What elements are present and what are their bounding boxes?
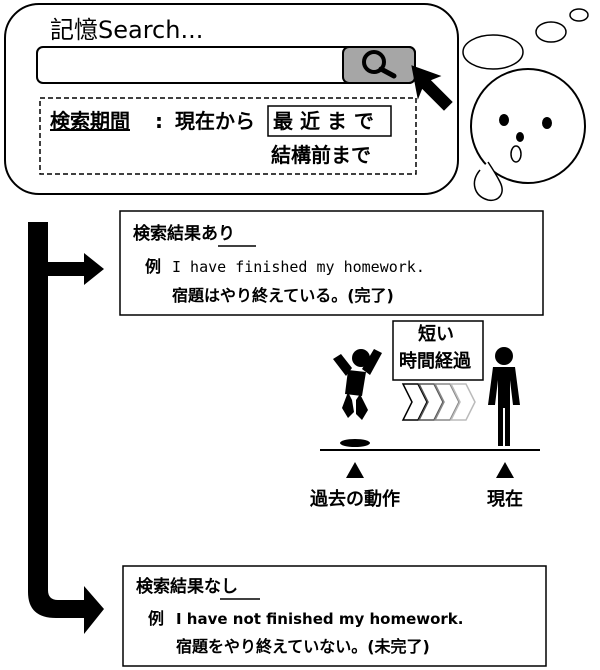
jumping-person-icon [333,349,382,447]
result-found-example-en: I have finished my homework. [172,258,425,276]
past-action-label: 過去の動作 [310,489,400,510]
branch-arrows [28,222,104,634]
time-chevrons [401,383,476,421]
present-marker-triangle [496,462,514,478]
result-found-frame [119,210,544,316]
result-not-found-frame [122,565,547,667]
period-from: 現在から [175,109,255,133]
result-not-found-heading-prefix: 検索結果 [136,577,204,597]
short-time-line2: 時間経過 [399,351,471,372]
result-found-heading-prefix: 検索結果 [133,224,201,244]
cursor-arrow-icon [411,65,453,111]
result-not-found-example-ja: 宿題をやり終えていない。(未完了) [176,637,430,656]
search-panel-title: 記憶Search... [50,16,204,44]
result-found-heading-suffix: あり [201,224,235,244]
period-recent-frame [267,105,392,137]
past-marker-triangle [346,462,364,478]
short-time-line1: 短い [418,324,454,345]
period-option-long-ago[interactable]: 結構前まで [271,143,371,167]
present-label: 現在 [487,489,523,510]
thought-bubbles [462,8,589,70]
result-not-found-example-label: 例 [148,609,165,628]
period-separator: : [155,109,163,133]
period-label: 検索期間 [50,109,130,133]
result-not-found-example-en: I have not finished my homework. [176,610,464,628]
result-not-found-heading-suffix: なし [204,577,238,597]
result-found-example-ja: 宿題はやり終えている。(完了) [172,286,394,305]
search-period-box [39,97,417,175]
result-found-heading: 検索結果あり [133,226,235,243]
thinking-face-icon [470,68,586,202]
result-found-example-label: 例 [145,257,162,276]
search-icon [362,50,397,79]
result-not-found-heading: 検索結果なし [136,579,238,596]
search-button[interactable] [342,46,416,84]
standing-person-icon [488,347,520,446]
period-option-recent[interactable]: 最 近 ま で [273,109,374,133]
short-time-frame [392,320,484,381]
